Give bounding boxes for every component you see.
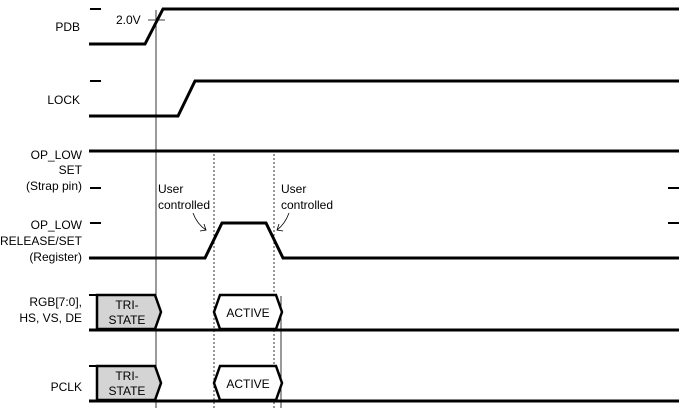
user-controlled-2-arrowhead	[276, 223, 284, 232]
user-controlled-2-line2: controlled	[281, 198, 333, 212]
op-low-set-label-line1: OP_LOW	[31, 148, 83, 162]
lock-signal: LOCK	[47, 79, 679, 118]
op-low-release-label-line3: (Register)	[29, 250, 82, 264]
pdb-signal: PDB 2.0V	[55, 7, 679, 46]
op-low-release-signal: OP_LOW RELEASE/SET (Register)	[0, 218, 679, 264]
lock-waveform	[89, 79, 679, 118]
rgb-tristate-line1: TRI-	[115, 298, 138, 312]
rgb-label-line1: RGB[7:0],	[29, 295, 82, 309]
pdb-label: PDB	[55, 20, 80, 34]
op-low-set-signal: OP_LOW SET (Strap pin)	[26, 148, 679, 193]
op-low-release-label-line2: RELEASE/SET	[0, 234, 83, 248]
op-low-set-label-line2: SET	[59, 163, 83, 177]
pdb-waveform	[89, 7, 679, 46]
user-controlled-annotation-2: User controlled	[276, 182, 333, 232]
user-controlled-1-line2: controlled	[158, 198, 210, 212]
rgb-active-label: ACTIVE	[226, 306, 269, 320]
op-low-release-label-line1: OP_LOW	[31, 218, 83, 232]
rgb-bus: RGB[7:0], HS, VS, DE TRI- STATE ACTIVE	[19, 293, 679, 332]
pclk-bus: PCLK TRI- STATE ACTIVE	[51, 364, 679, 403]
rgb-label-line2: HS, VS, DE	[19, 311, 82, 325]
user-controlled-2-arrow	[276, 212, 290, 231]
rgb-tristate-box	[95, 293, 163, 331]
pclk-tristate-box	[95, 364, 163, 402]
user-controlled-1-arrowhead	[199, 223, 207, 232]
user-controlled-2-line1: User	[281, 182, 306, 196]
op-low-release-waveform	[89, 221, 679, 260]
pclk-tristate-line1: TRI-	[115, 369, 138, 383]
pclk-label: PCLK	[51, 380, 82, 394]
op-low-set-label-line3: (Strap pin)	[26, 179, 82, 193]
lock-label: LOCK	[47, 93, 80, 107]
pdb-threshold-label: 2.0V	[116, 13, 141, 27]
user-controlled-1-arrow	[192, 212, 207, 231]
user-controlled-annotation-1: User controlled	[158, 182, 210, 232]
pclk-active-label: ACTIVE	[226, 377, 269, 391]
user-controlled-1-line1: User	[158, 182, 183, 196]
rgb-tristate-line2: STATE	[109, 313, 146, 327]
pclk-tristate-line2: STATE	[109, 384, 146, 398]
